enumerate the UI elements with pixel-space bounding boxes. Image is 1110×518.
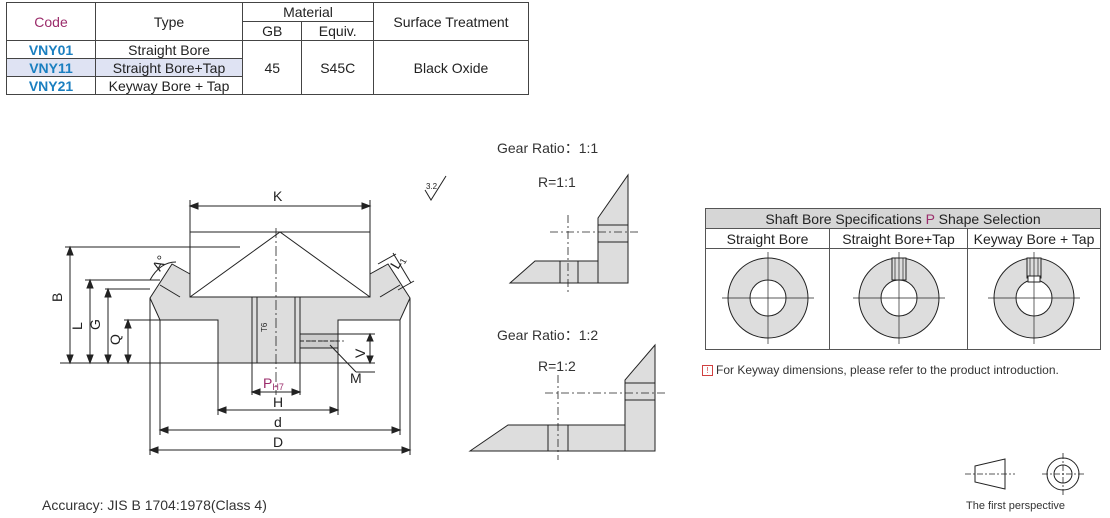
dim-l-label: L	[69, 322, 85, 330]
bore-shape-straight-tap[interactable]	[829, 248, 968, 350]
bore-col-straight: Straight Bore	[705, 228, 830, 249]
table-row[interactable]: VNY11 Straight Bore+Tap	[6, 58, 529, 77]
gear-ratio-2-label: R=1:2	[538, 358, 576, 374]
header-code: Code	[6, 2, 96, 41]
dim-b-label: B	[49, 293, 65, 302]
gear-ratio-2-sketch	[468, 343, 668, 460]
material-equiv-cell: S45C	[301, 40, 374, 95]
dim-p-label: PH7	[263, 375, 284, 392]
bore-table-title: Shaft Bore Specifications P Shape Select…	[705, 208, 1101, 229]
dim-g-label: G	[87, 319, 103, 330]
spec-table: Code Type Material Surface Treatment GB …	[6, 2, 529, 95]
type-cell: Straight Bore+Tap	[95, 58, 243, 77]
table-row[interactable]: VNY21 Keyway Bore + Tap	[6, 76, 529, 95]
straight-bore-tap-icon	[852, 251, 945, 344]
gear-ratio-1-title: Gear Ratio：1:1	[497, 140, 599, 156]
dim-k-label: K	[273, 188, 283, 204]
header-surface-treatment: Surface Treatment	[373, 2, 529, 41]
bore-col-keyway-tap: Keyway Bore + Tap	[967, 228, 1101, 249]
keyway-note: !For Keyway dimensions, please refer to …	[702, 363, 1059, 377]
surface-treatment-cell: Black Oxide	[373, 40, 529, 95]
dim-d-small-label: d	[274, 414, 282, 430]
gear-ratio-1-label: R=1:1	[538, 174, 576, 190]
dimension-left	[60, 245, 252, 365]
bore-shape-table: Shaft Bore Specifications P Shape Select…	[705, 208, 1101, 350]
header-equiv: Equiv.	[301, 21, 374, 41]
type-cell: Keyway Bore + Tap	[95, 76, 243, 95]
dim-thread-label: T6	[260, 322, 269, 332]
dim-m-label: M	[350, 370, 362, 386]
gear-section	[149, 228, 411, 395]
projection-caption: The first perspective	[966, 500, 1066, 512]
info-icon: !	[702, 365, 713, 377]
roughness-symbol	[424, 175, 447, 201]
dim-v-label: V	[352, 348, 368, 358]
roughness-label: 3.2	[426, 182, 438, 191]
straight-bore-icon	[721, 251, 814, 344]
dimension-bottom	[148, 298, 412, 455]
gear-ratio-2-title: Gear Ratio：1:2	[497, 327, 599, 343]
dim-d-large-label: D	[273, 434, 283, 450]
keyway-bore-tap-icon	[988, 251, 1080, 344]
dim-a-label: A°	[149, 253, 170, 274]
bore-shape-straight[interactable]	[705, 248, 830, 350]
dimension-angle	[149, 252, 415, 291]
projection-symbol	[965, 453, 1084, 495]
dimension-k	[188, 200, 372, 232]
dimension-v-m	[329, 332, 375, 373]
code-cell[interactable]: VNY21	[6, 76, 96, 95]
dim-h-label: H	[273, 394, 283, 410]
code-cell[interactable]: VNY11	[6, 58, 96, 77]
type-cell: Straight Bore	[95, 40, 243, 59]
bore-shape-keyway-tap[interactable]	[967, 248, 1101, 350]
material-gb-cell: 45	[241, 40, 303, 95]
header-material: Material	[242, 2, 374, 22]
gear-ratio-1-sketch	[508, 173, 640, 292]
accuracy-label: Accuracy: JIS B 1704:1978(Class 4)	[42, 497, 267, 513]
header-gb: GB	[241, 21, 303, 41]
dim-q-label: Q	[107, 334, 123, 345]
bore-col-straight-tap: Straight Bore+Tap	[829, 228, 968, 249]
